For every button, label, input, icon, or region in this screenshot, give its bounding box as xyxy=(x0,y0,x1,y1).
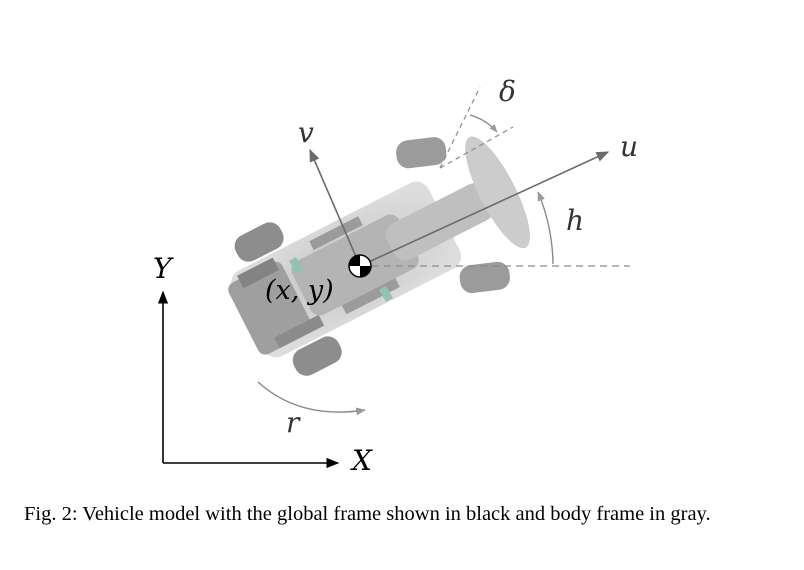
heading-label: h xyxy=(566,204,584,237)
body-frame: u v h δ r (x, y) xyxy=(257,75,638,439)
steering-wheel-axis xyxy=(439,126,514,169)
position-label: (x, y) xyxy=(265,275,334,306)
global-frame: X Y xyxy=(153,252,373,477)
vehicle-image xyxy=(228,136,530,376)
body-v-label: v xyxy=(298,116,314,149)
steering-label: δ xyxy=(499,75,516,108)
yaw-rate-label: r xyxy=(286,406,301,439)
yaw-rate-arc xyxy=(257,381,366,416)
global-x-label: X xyxy=(350,444,373,477)
global-y-label: Y xyxy=(153,252,174,285)
body-v-axis xyxy=(309,148,361,267)
center-of-mass-icon xyxy=(348,254,372,278)
vehicle-model-diagram: X Y u v h δ r (x, y) xyxy=(153,75,638,477)
body-u-axis xyxy=(359,151,610,267)
steering-direction-line xyxy=(439,86,481,169)
body-u-label: u xyxy=(620,130,638,163)
figure-caption: Fig. 2: Vehicle model with the global fr… xyxy=(24,503,711,525)
steering-angle-arc xyxy=(469,114,498,133)
heading-angle-arc xyxy=(537,191,554,265)
